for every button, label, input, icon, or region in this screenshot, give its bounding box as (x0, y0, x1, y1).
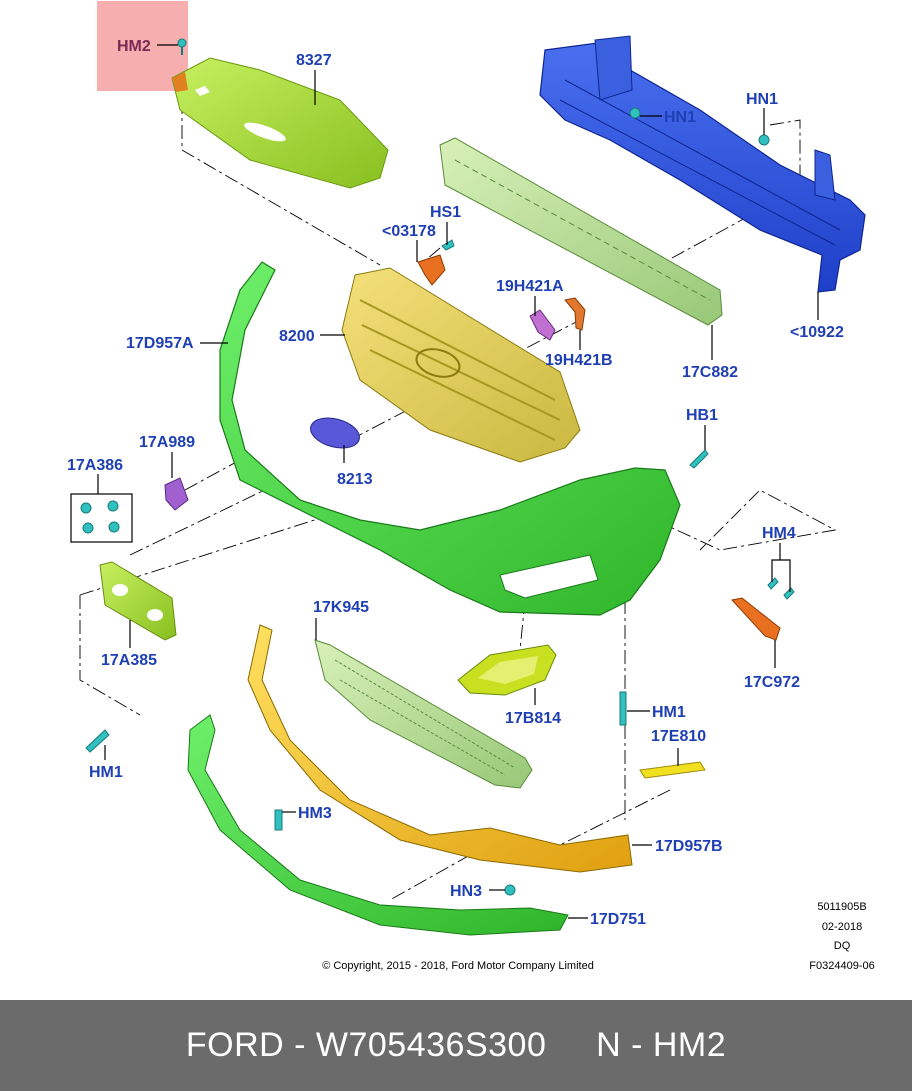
label-hb1: HB1 (686, 407, 718, 424)
label-hn1-a: HN1 (664, 109, 696, 126)
callout-labels: HM2 8327 HN1 HN1 HS1 <03178 19H421A 19H4… (67, 38, 844, 928)
part-17a989-cap[interactable] (164, 477, 189, 511)
part-17b814-fog-bezel[interactable] (457, 644, 557, 696)
hn1-nut-a[interactable] (629, 107, 641, 119)
label-hs1: HS1 (430, 204, 461, 221)
leader-lines (97, 44, 819, 919)
part-17e810-strip[interactable] (639, 761, 706, 779)
hm4-clips[interactable] (767, 577, 795, 600)
label-hm1-right: HM1 (652, 704, 686, 721)
label-17d957a: 17D957A (126, 335, 194, 352)
meta-line-3: DQ (834, 940, 851, 952)
part-17a385-bracket[interactable] (99, 561, 177, 641)
meta-line-4: F0324409-06 (809, 960, 874, 972)
label-hn1-b: HN1 (746, 91, 778, 108)
label-hm4: HM4 (762, 525, 796, 542)
hn1-nut-b[interactable] (758, 134, 770, 146)
part-8200-grille[interactable] (341, 267, 581, 463)
part-17k945-lower-grille[interactable] (314, 639, 533, 789)
hm2-clip[interactable] (177, 38, 187, 55)
label-hn3: HN3 (450, 883, 482, 900)
part-17a386-clip-set[interactable] (70, 493, 133, 543)
label-19h421b: 19H421B (545, 352, 613, 369)
part-19h421a-bracket[interactable] (529, 309, 556, 341)
label-17a386: 17A386 (67, 457, 123, 474)
part-8213-badge[interactable] (307, 413, 363, 453)
label-17d957b: 17D957B (655, 838, 723, 855)
part-17c882-absorber[interactable] (439, 137, 723, 326)
label-hm2-top: HM2 (117, 38, 151, 55)
part-17d751-spoiler[interactable] (187, 714, 569, 936)
part-8327-shield[interactable] (171, 57, 389, 189)
label-10922: <10922 (790, 324, 844, 341)
copyright-text: © Copyright, 2015 - 2018, Ford Motor Com… (322, 960, 594, 972)
label-8213: 8213 (337, 471, 373, 488)
label-17a989: 17A989 (139, 434, 195, 451)
label-17k945: 17K945 (313, 599, 369, 616)
diagram-meta: 5011905B 02-2018 DQ F0324409-06 © Copyri… (322, 901, 875, 972)
label-8200: 8200 (279, 328, 315, 345)
label-17c882: 17C882 (682, 364, 738, 381)
label-19h421a: 19H421A (496, 278, 564, 295)
hm1-screw-left[interactable] (85, 729, 110, 753)
label-03178: <03178 (382, 223, 436, 240)
part-19h421b-bracket[interactable] (564, 297, 586, 331)
label-17b814: 17B814 (505, 710, 561, 727)
footer-part-text: FORD - W705436S300 N - HM2 (185, 1026, 727, 1064)
part-number-footer: FORD - W705436S300 N - HM2 (0, 1000, 912, 1091)
part-17c972-bracket[interactable] (731, 597, 781, 641)
hm2-highlight (97, 1, 188, 91)
hb1-bolt[interactable] (689, 449, 709, 469)
label-17a385: 17A385 (101, 652, 157, 669)
label-17e810: 17E810 (651, 728, 706, 745)
hm1-screw-right[interactable] (619, 691, 627, 726)
part-reinforcement-beam[interactable] (539, 35, 866, 293)
part-17d957a-bumper-cover[interactable] (219, 261, 681, 616)
hs1-screw[interactable] (441, 239, 455, 251)
label-17d751: 17D751 (590, 911, 646, 928)
part-03178-bracket[interactable] (417, 254, 446, 286)
hm3-clip[interactable] (274, 809, 283, 831)
part-17d957b-lower-lip[interactable] (247, 624, 633, 873)
parts-diagram: HM2 8327 HN1 HN1 HS1 <03178 19H421A 19H4… (67, 1, 875, 972)
label-8327: 8327 (296, 52, 332, 69)
label-hm1-left: HM1 (89, 764, 123, 781)
meta-line-2: 02-2018 (822, 921, 862, 933)
hn3-nut[interactable] (504, 884, 516, 896)
meta-line-1: 5011905B (817, 901, 866, 913)
label-17c972: 17C972 (744, 674, 800, 691)
label-hm3: HM3 (298, 805, 332, 822)
